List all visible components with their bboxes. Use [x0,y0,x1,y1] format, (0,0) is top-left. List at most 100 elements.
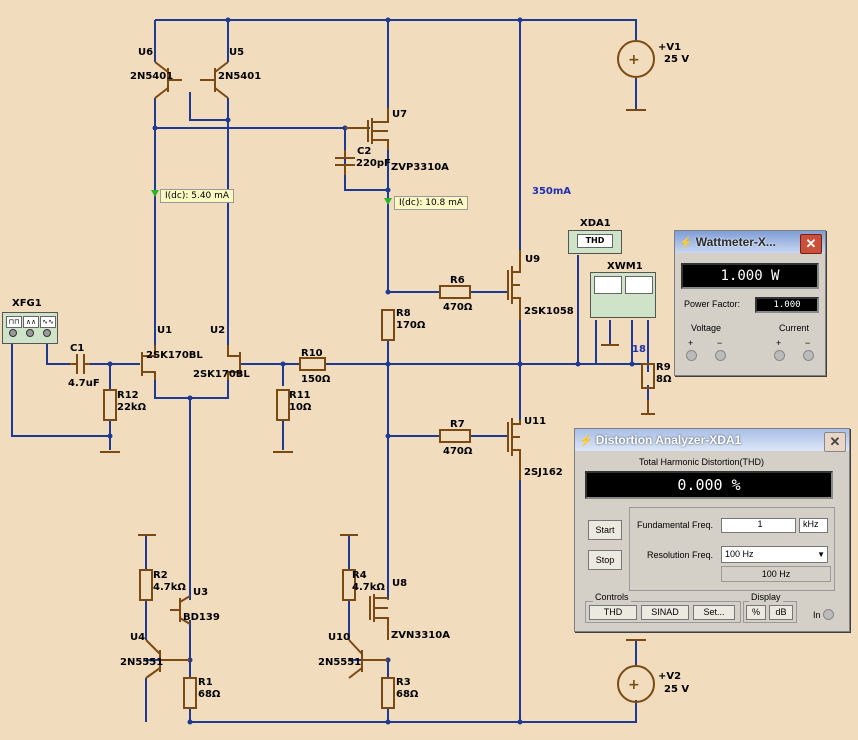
resolution-freq-readout: 100 Hz [721,566,831,582]
u10-model: 2N5551 [318,657,361,668]
fundamental-unit-select[interactable]: kHz [799,518,828,533]
distortion-analyzer-window[interactable]: ⚡ Distortion Analyzer-XDA1 ✕ Total Harmo… [574,428,850,632]
u11-ref: U11 [524,416,546,427]
transistor-u8 [369,594,389,640]
wattmeter-xwm1-icon[interactable] [590,272,656,318]
xfg1-ref: XFG1 [12,298,42,309]
voltage-plus-label: + [688,338,694,348]
voltage-minus-terminal[interactable] [715,350,726,361]
u7-model: ZVP3310A [391,162,449,173]
v2-value: 25 V [664,684,689,695]
r1-value: 68Ω [198,689,221,700]
wires [11,19,649,723]
current-label: Current [779,323,810,333]
u5-ref: U5 [229,47,244,58]
u11-model: 2SJ162 [524,467,563,478]
r3-value: 68Ω [396,689,419,700]
xwm1-ref: XWM1 [607,261,643,272]
current-minus-label: − [805,338,811,348]
current-350ma-label: 350mA [532,186,571,197]
distortion-titlebar[interactable]: ⚡ Distortion Analyzer-XDA1 [575,429,849,451]
thd-button[interactable]: THD [589,605,637,620]
node-18-label: 18 [632,344,646,355]
u8-model: ZVN3310A [391,630,450,641]
v1-value: 25 V [664,54,689,65]
r12-ref: R12 [117,390,139,401]
fundamental-freq-label: Fundamental Freq. [637,520,714,530]
power-factor-display: 1.000 [755,297,819,313]
r6-ref: R6 [450,275,465,286]
current-plus-terminal[interactable] [774,350,785,361]
r7-ref: R7 [450,419,465,430]
capacitor-c1 [70,354,90,374]
wattmeter-app-icon: ⚡ [679,236,693,249]
r1-ref: R1 [198,677,213,688]
voltage-label: Voltage [691,323,722,333]
r6-value: 470Ω [443,302,473,313]
terminal-common-icon [26,329,34,337]
stop-button[interactable]: Stop [588,550,622,570]
distortion-title: Distortion Analyzer-XDA1 [595,433,742,447]
controls-group [585,601,741,623]
resolution-freq-select[interactable]: 100 Hz ▼ [721,546,828,563]
db-button[interactable]: dB [769,605,793,620]
thd-heading: Total Harmonic Distortion(THD) [639,457,765,467]
r8-value: 170Ω [396,320,426,331]
wattmeter-power-display: 1.000 W [681,263,819,289]
terminal-minus-icon [9,329,17,337]
r9-ref: R9 [656,362,671,373]
wattmeter-titlebar[interactable]: ⚡ Wattmeter-X... [675,231,825,253]
fundamental-freq-input[interactable]: 1 [721,518,796,533]
percent-button[interactable]: % [746,605,766,620]
voltage-plus-terminal[interactable] [686,350,697,361]
current-gauge-icon [625,276,653,294]
u3-model: BD139 [183,612,220,623]
u4-ref: U4 [130,632,145,643]
r3-ref: R3 [396,677,411,688]
c1-ref: C1 [70,343,84,354]
r4-value: 4.7kΩ [352,582,385,593]
current-minus-terminal[interactable] [803,350,814,361]
terminal-plus-icon [43,329,51,337]
ground-symbols [100,109,655,641]
r2-value: 4.7kΩ [153,582,186,593]
sinad-button[interactable]: SINAD [641,605,689,620]
u4-model: 2N5551 [120,657,163,668]
display-label: Display [749,592,783,602]
r10-ref: R10 [301,348,323,359]
function-generator-xfg1[interactable]: ⊓⊓ ∧∧ ∿∿ [2,312,58,344]
triangle-wave-icon: ∧∧ [23,316,39,328]
resolution-freq-label: Resolution Freq. [647,550,714,560]
u10-ref: U10 [328,632,350,643]
start-button[interactable]: Start [588,520,622,540]
c2-value: 220pF [356,158,391,169]
voltage-gauge-icon [594,276,622,294]
distortion-app-icon: ⚡ [579,434,593,447]
close-icon[interactable]: ✕ [800,234,822,254]
r11-value: 10Ω [289,402,312,413]
input-terminal[interactable] [823,609,834,620]
v2-ref: +V2 [658,671,681,682]
distortion-analyzer-xda1-icon[interactable]: THD [568,230,622,254]
probe-label-1: I(dc): 5.40 mA [160,189,235,203]
square-wave-icon: ⊓⊓ [6,316,22,328]
wattmeter-window[interactable]: ⚡ Wattmeter-X... ✕ 1.000 W Power Factor:… [674,230,826,376]
u1-model: 2SK170BL [146,350,203,361]
transistor-u1 [141,345,156,380]
u5-model: 2N5401 [218,71,261,82]
r9-value: 8Ω [656,374,672,385]
current-plus-label: + [776,338,782,348]
u8-ref: U8 [392,578,407,589]
svg-text:+: + [628,677,640,693]
set-button[interactable]: Set... [693,605,735,620]
u7-ref: U7 [392,109,407,120]
r4-ref: R4 [352,570,367,581]
transistor-u5 [200,61,229,99]
u6-ref: U6 [138,47,153,58]
transistor-u9 [507,250,521,320]
r11-ref: R11 [289,390,311,401]
svg-text:+: + [628,52,640,68]
transistor-u6 [154,61,182,99]
close-icon[interactable]: ✕ [824,432,846,452]
